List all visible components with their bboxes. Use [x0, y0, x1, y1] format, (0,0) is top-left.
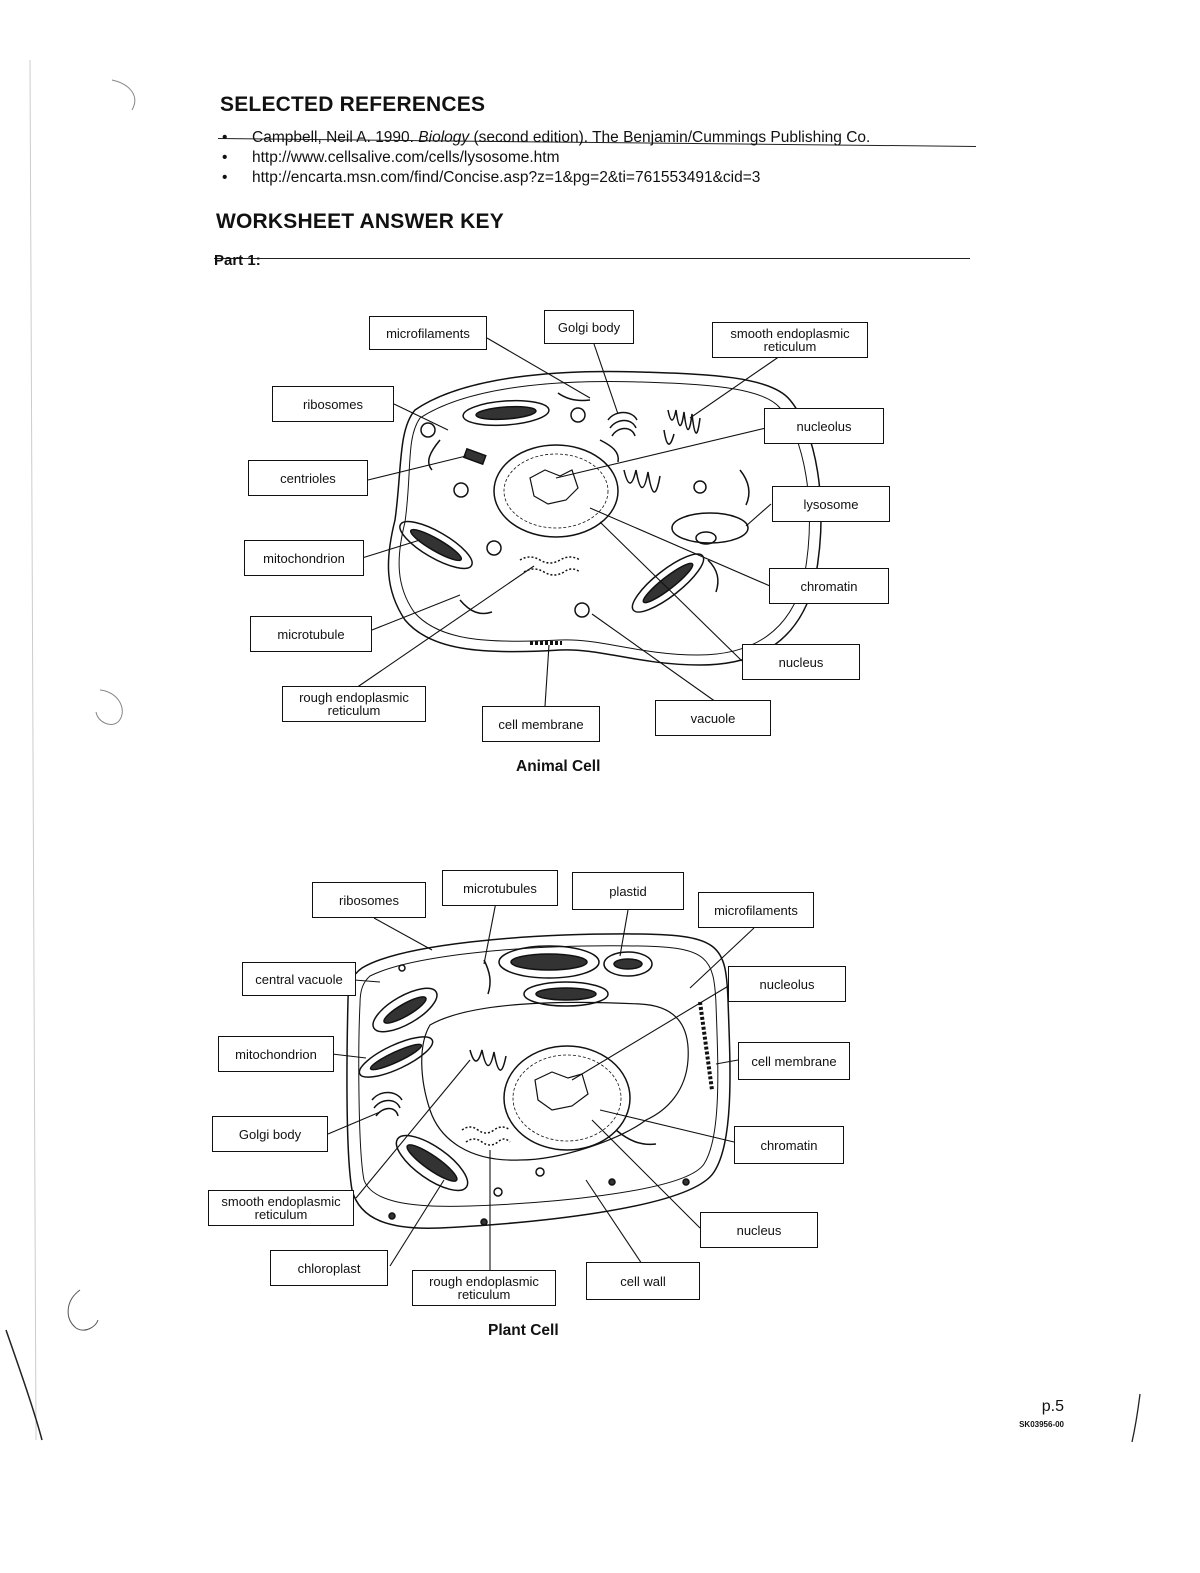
animal-label-mitochondrion: mitochondrion — [244, 540, 364, 576]
animal-label-vacuole: vacuole — [655, 700, 771, 736]
animal-label-microtubule: microtubule — [250, 616, 372, 652]
scan-edge-mark — [1131, 1393, 1141, 1443]
references-heading: SELECTED REFERENCES — [220, 93, 486, 116]
part-label: Part 1: — [214, 252, 261, 269]
animal-cell-caption: Animal Cell — [516, 758, 601, 775]
plant-label-cell-wall: cell wall — [586, 1262, 700, 1300]
plant-label-rough-er: rough endoplasmic reticulum — [412, 1270, 556, 1306]
plant-label-cell-membrane: cell membrane — [738, 1042, 850, 1080]
rough-er-line1: rough endoplasmic — [299, 690, 409, 705]
rough-er-line2: reticulum — [457, 1287, 511, 1302]
plant-label-chromatin: chromatin — [734, 1126, 844, 1164]
references-list: Campbell, Neil A. 1990. Biology (second … — [220, 128, 980, 188]
document-code: SK03956-00 — [1019, 1420, 1064, 1429]
plant-label-mitochondrion: mitochondrion — [218, 1036, 334, 1072]
animal-label-nucleus: nucleus — [742, 644, 860, 680]
animal-cell-diagram — [355, 337, 822, 707]
plant-label-nucleolus: nucleolus — [728, 966, 846, 1002]
plant-label-golgi-body: Golgi body — [212, 1116, 328, 1152]
animal-label-ribosomes: ribosomes — [272, 386, 394, 422]
reference-item: Campbell, Neil A. 1990. Biology (second … — [220, 128, 980, 148]
animal-label-golgi-body: Golgi body — [544, 310, 634, 344]
reference-item[interactable]: http://www.cellsalive.com/cells/lysosome… — [220, 148, 980, 168]
animal-label-lysosome: lysosome — [772, 486, 890, 522]
page-number: p.5 — [1041, 1398, 1064, 1415]
answer-key-rule — [214, 258, 970, 259]
plant-cell-diagram — [327, 901, 755, 1270]
animal-label-centrioles: centrioles — [248, 460, 368, 496]
scan-margin-marks — [5, 59, 136, 1441]
plant-label-central-vacuole: central vacuole — [242, 962, 356, 996]
animal-label-microfilaments: microfilaments — [369, 316, 487, 350]
plant-cell-caption: Plant Cell — [488, 1322, 559, 1339]
reference-link[interactable]: http://encarta.msn.com/find/Concise.asp?… — [252, 169, 761, 186]
plant-label-microfilaments: microfilaments — [698, 892, 814, 928]
rough-er-line1: rough endoplasmic — [429, 1274, 539, 1289]
smooth-er-line2: reticulum — [254, 1207, 308, 1222]
reference-link[interactable]: http://www.cellsalive.com/cells/lysosome… — [252, 149, 560, 166]
plant-label-plastid: plastid — [572, 872, 684, 910]
smooth-er-line1: smooth endoplasmic — [221, 1194, 341, 1209]
reference-item[interactable]: http://encarta.msn.com/find/Concise.asp?… — [220, 168, 980, 188]
animal-label-rough-er: rough endoplasmic reticulum — [282, 686, 426, 722]
smooth-er-line1: smooth endoplasmic — [730, 326, 850, 341]
animal-label-chromatin: chromatin — [769, 568, 889, 604]
plant-label-smooth-er: smooth endoplasmic reticulum — [208, 1190, 354, 1226]
rough-er-line2: reticulum — [327, 703, 381, 718]
reference-author: Campbell, Neil A. 1990. — [252, 129, 419, 146]
smooth-er-line2: reticulum — [763, 339, 817, 354]
plant-label-microtubules: microtubules — [442, 870, 558, 906]
animal-label-cell-membrane: cell membrane — [482, 706, 600, 742]
plant-label-chloroplast: chloroplast — [270, 1250, 388, 1286]
reference-title: Biology — [418, 129, 470, 146]
answer-key-heading: WORKSHEET ANSWER KEY — [216, 210, 504, 233]
animal-label-nucleolus: nucleolus — [764, 408, 884, 444]
plant-label-nucleus: nucleus — [700, 1212, 818, 1248]
reference-publisher: (second edition). The Benjamin/Cummings … — [469, 129, 871, 146]
animal-label-smooth-er: smooth endoplasmic reticulum — [712, 322, 868, 358]
plant-label-ribosomes: ribosomes — [312, 882, 426, 918]
